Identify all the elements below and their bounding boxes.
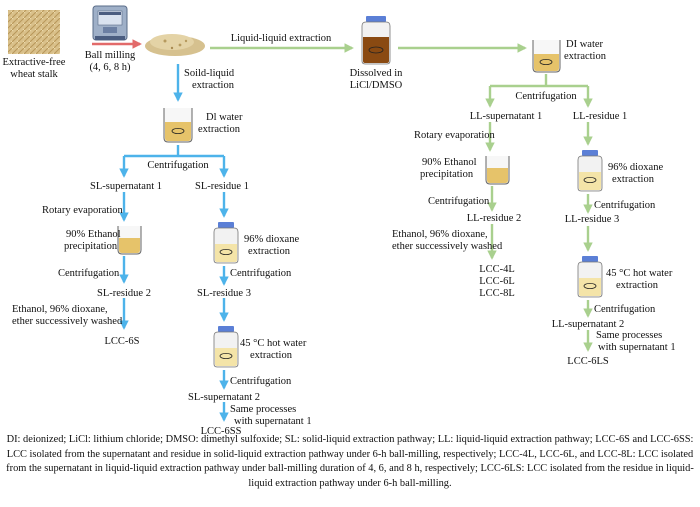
- ll-same-label-2: with supernatant 1: [598, 342, 676, 353]
- sl-ethanol-beaker: [117, 226, 142, 255]
- sl-hot-water-label-2: extraction: [250, 350, 293, 361]
- sl-di-water-label-1: Dl water: [206, 112, 243, 123]
- liquid-liquid-label: Liquid-liquid extraction: [231, 33, 332, 44]
- ll-centrifugation-label: Centrifugation: [515, 91, 577, 102]
- sl-hot-water-label-1: 45 °C hot water: [240, 338, 307, 349]
- ll-di-water-label-1: DI water: [566, 39, 604, 50]
- solid-liquid-label-1: Soild-liquid: [184, 68, 235, 79]
- ll-supernatant-1-label: LL-supernatant 1: [470, 111, 543, 122]
- ll-rotary-label: Rotary evaporation: [414, 130, 496, 141]
- licl-dmso-bottle: [361, 16, 391, 65]
- sl-supernatant-1-label: SL-supernatant 1: [90, 181, 162, 192]
- ll-residue-3-label: LL-residue 3: [565, 214, 620, 225]
- sl-dioxane-label-1: 96% dioxane: [244, 234, 299, 245]
- sl-wash-label-2: ether successively washed: [12, 316, 123, 327]
- sl-supernatant-2-label: SL-supernatant 2: [188, 392, 260, 403]
- wheat-stalk-label-1: Extractive-free: [3, 57, 66, 68]
- sl-residue-1-label: SL-residue 1: [195, 181, 249, 192]
- sl-wash-label-1: Ethanol, 96% dioxane,: [12, 304, 108, 315]
- sl-di-water-label-2: extraction: [198, 124, 241, 135]
- sl-residue-2-label: SL-residue 2: [97, 288, 151, 299]
- wheat-stalk-image: [8, 10, 60, 54]
- ll-product-4l: LCC-4L: [479, 264, 515, 275]
- sl-ethanol-label-2: precipitation: [64, 241, 118, 252]
- sl-di-water-beaker: [163, 108, 193, 143]
- ll-di-water-beaker: [532, 40, 561, 73]
- ll-product-8l: LCC-8L: [479, 288, 515, 299]
- ll-di-water-label-2: extraction: [564, 51, 607, 62]
- sl-product-6s: LCC-6S: [104, 336, 139, 347]
- ll-ethanol-beaker: [485, 156, 510, 185]
- sl-hot-water-bottle: [213, 326, 239, 368]
- sl-centrifugation-4-label: Centrifugation: [230, 376, 292, 387]
- ll-centrifugation-4-label: Centrifugation: [594, 304, 656, 315]
- ll-wash-label-2: ether successively washed: [392, 241, 503, 252]
- sl-same-label-1: Same processes: [230, 404, 296, 415]
- ll-dioxane-bottle: [577, 150, 603, 192]
- ll-dioxane-label-2: extraction: [612, 174, 655, 185]
- ll-centrifugation-2-label: Centrifugation: [428, 196, 490, 207]
- ll-product-6ls: LCC-6LS: [567, 356, 609, 367]
- ll-centrifugation-3-label: Centrifugation: [594, 200, 656, 211]
- dissolved-label: Dissolved in: [350, 68, 404, 79]
- sl-centrifugation-3-label: Centrifugation: [230, 268, 292, 279]
- sl-rotary-label: Rotary evaporation: [42, 205, 124, 216]
- sl-dioxane-label-2: extraction: [248, 246, 291, 257]
- figure-caption: DI: deionized; LiCl: lithium chloride; D…: [6, 434, 694, 489]
- sl-ethanol-label-1: 90% Ethanol: [66, 229, 121, 240]
- ll-wash-label-1: Ethanol, 96% dioxane,: [392, 229, 488, 240]
- solid-liquid-label-2: extraction: [192, 80, 235, 91]
- arrows: [92, 39, 593, 422]
- sl-centrifugation-label: Centrifugation: [147, 160, 209, 171]
- ll-hot-water-label-2: extraction: [616, 280, 659, 291]
- ll-product-6l: LCC-6L: [479, 276, 515, 287]
- ball-milling-label: Ball milling: [85, 50, 136, 61]
- ll-supernatant-2-label: LL-supernatant 2: [552, 319, 625, 330]
- ll-same-label-1: Same processes: [596, 330, 662, 341]
- wheat-stalk-label-2: wheat stalk: [10, 69, 58, 80]
- sl-centrifugation-2-label: Centrifugation: [58, 268, 120, 279]
- ll-hot-water-bottle: [577, 256, 603, 298]
- dissolved-solvent-label: LiCl/DMSO: [350, 80, 403, 91]
- ball-mill-icon: [92, 5, 128, 41]
- ll-dioxane-label-1: 96% dioxane: [608, 162, 663, 173]
- ll-ethanol-label-1: 90% Ethanol: [422, 157, 477, 168]
- labels: Extractive-free wheat stalk Ball milling…: [3, 33, 676, 437]
- ll-residue-2-label: LL-residue 2: [467, 213, 522, 224]
- ll-ethanol-label-2: precipitation: [420, 169, 474, 180]
- sl-residue-3-label: SL-residue 3: [197, 288, 251, 299]
- ll-residue-1-label: LL-residue 1: [573, 111, 628, 122]
- ll-hot-water-label-1: 45 °C hot water: [606, 268, 673, 279]
- ball-milling-hours: (4, 6, 8 h): [89, 62, 131, 73]
- sl-same-label-2: with supernatant 1: [234, 416, 312, 427]
- sl-product-6ss: LCC-6SS: [201, 426, 242, 437]
- sl-dioxane-bottle: [213, 222, 239, 264]
- milled-powder-image: [145, 34, 205, 56]
